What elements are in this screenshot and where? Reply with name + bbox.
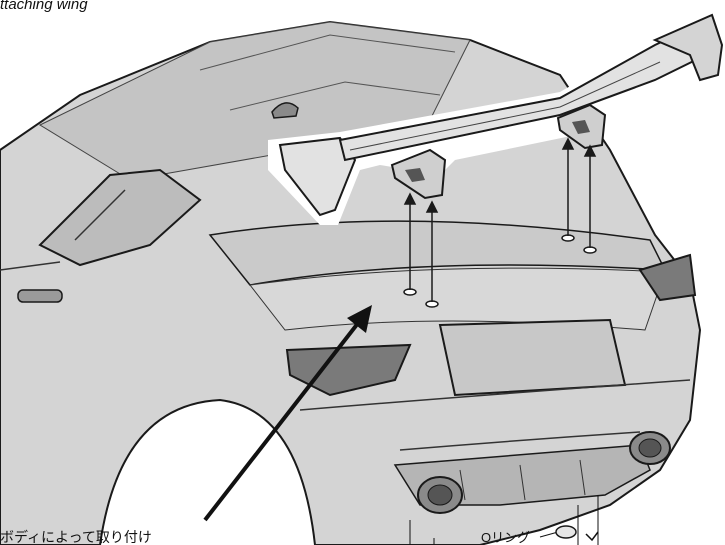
diagonal-arrow-icon [203, 305, 372, 522]
up-arrow-icon [403, 137, 597, 302]
leader-lines [409, 520, 559, 545]
o-ring-label: Oリング [481, 530, 531, 545]
section-title: ttaching wing [0, 0, 88, 13]
car-body [0, 20, 702, 545]
o-ring-part [555, 495, 599, 545]
rear-wing [268, 10, 725, 225]
body-note-label: ボディによって取り付け [0, 529, 152, 545]
